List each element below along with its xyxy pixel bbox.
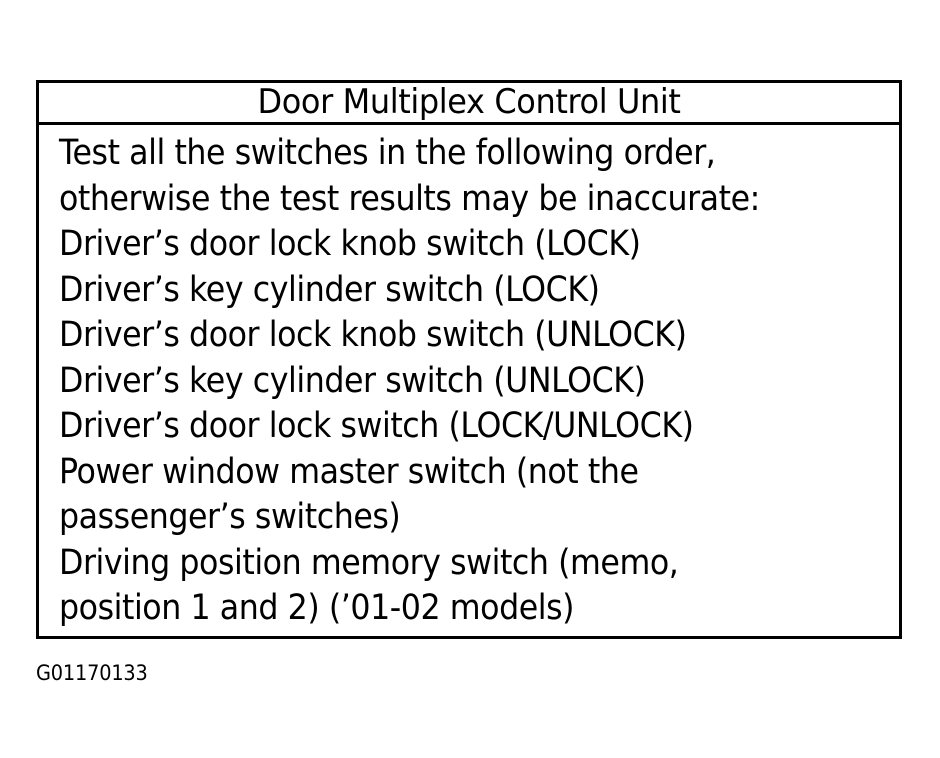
figure-body-text: Test all the switches in the following o… xyxy=(39,125,899,632)
body-line: Test all the switches in the following o… xyxy=(59,133,716,173)
body-line: Driver’s key cylinder switch (UNLOCK) xyxy=(59,360,646,401)
body-line: Driving position memory switch (memo, xyxy=(59,542,679,583)
door-multiplex-control-unit-box: Door Multiplex Control Unit Test all the… xyxy=(36,80,902,639)
body-line: Power window master switch (not the xyxy=(59,451,639,492)
body-line: otherwise the test results may be inaccu… xyxy=(59,178,760,219)
body-line: passenger’s switches) xyxy=(59,497,401,537)
figure-reference-caption: G01170133 xyxy=(36,661,148,685)
figure-title: Door Multiplex Control Unit xyxy=(257,83,681,122)
body-line: Driver’s door lock knob switch (UNLOCK) xyxy=(59,315,687,355)
body-line: Driver’s door lock switch (LOCK/UNLOCK) xyxy=(59,406,694,446)
body-line: position 1 and 2) (’01-02 models) xyxy=(59,588,575,628)
body-line: Driver’s key cylinder switch (LOCK) xyxy=(59,269,600,310)
figure-title-row: Door Multiplex Control Unit xyxy=(39,83,899,125)
body-line: Driver’s door lock knob switch (LOCK) xyxy=(59,224,641,264)
